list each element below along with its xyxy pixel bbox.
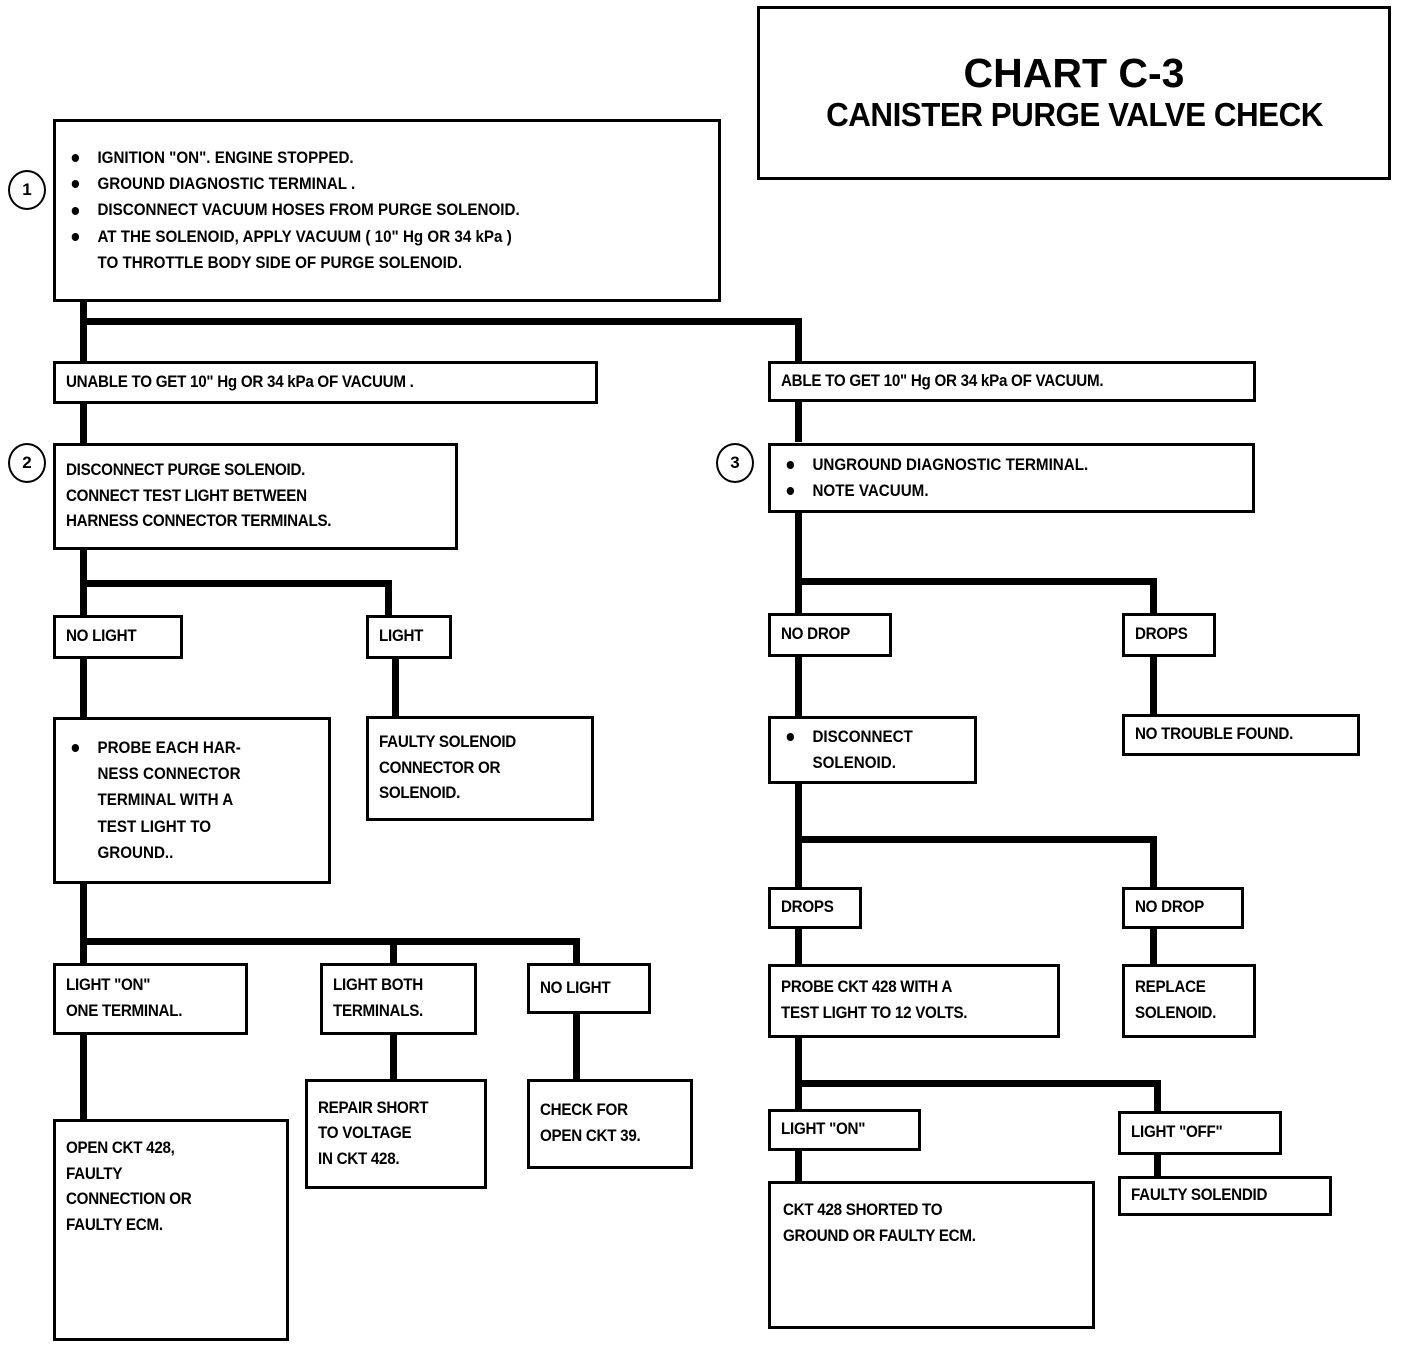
connector-lighton-openckt [80,1034,87,1120]
list-item: GROUND DIAGNOSTIC TERMINAL . [68,171,657,197]
node-light-on-2: LIGHT "ON" [768,1109,921,1151]
list-item-continuation: GROUND.. [97,843,174,862]
node-no-trouble-found: NO TROUBLE FOUND. [1122,714,1360,756]
node-probe-each-harness: PROBE EACH HAR- NESS CONNECTOR TERMINAL … [53,717,331,884]
node-replace-solenoid: REPLACE SOLENOID. [1122,964,1256,1038]
list-item: IGNITION "ON". ENGINE STOPPED. [68,145,657,171]
list-item: PROBE EACH HAR- [68,735,298,761]
node-step1: IGNITION "ON". ENGINE STOPPED. GROUND DI… [53,119,721,302]
connector-step1-down [80,300,87,322]
node-no-drop-2: NO DROP [1122,887,1244,929]
open-ckt-text: OPEN CKT 428, FAULTY CONNECTION OR FAULT… [66,1139,192,1234]
connector-nolight1-probe [80,658,87,726]
list-item-continuation: SOLENOID. [812,754,896,772]
connector-to-nolight2 [573,938,580,966]
node-disconnect-solenoid: DISCONNECT SOLENOID. [768,716,977,784]
connector-to-drops1 [1150,578,1157,614]
list-item-continuation: NESS CONNECTOR [97,765,241,784]
node-faulty-solenoid-connector: FAULTY SOLENOID CONNECTOR OR SOLENOID. [366,716,594,821]
node-no-light-1: NO LIGHT [53,615,183,659]
node-no-light-2: NO LIGHT [527,963,651,1014]
connector-light1-faulty [392,658,399,718]
bullet-icon [786,487,795,496]
connector-lightoff-faulty [1154,1152,1161,1178]
connector-to-light1 [385,580,392,616]
bullet-icon [71,744,80,753]
step1-bullet-list: IGNITION "ON". ENGINE STOPPED. GROUND DI… [56,141,718,279]
node-light-off: LIGHT "OFF" [1118,1111,1282,1155]
node-step2: DISCONNECT PURGE SOLENOID. CONNECT TEST … [53,443,458,550]
connector-nodrop1-disc [795,656,802,718]
chart-title-line1: CHART C-3 [963,50,1185,97]
connector-to-lightoff [1154,1080,1161,1112]
node-light-both-terminals: LIGHT BOTH TERMINALS. [320,963,477,1035]
list-item-continuation: TERMINAL WITH A [97,791,234,810]
node-step3: UNGROUND DIAGNOSTIC TERMINAL. NOTE VACUU… [768,443,1255,513]
connector-drops1-notrouble [1150,656,1157,716]
bullet-icon [71,154,80,163]
connector-step3-split [795,578,1157,585]
bullet-icon [71,232,80,241]
connector-nolight2-check [573,1014,580,1080]
ckt-shorted-text: CKT 428 SHORTED TO GROUND OR FAULTY ECM. [783,1201,976,1245]
node-light-1: LIGHT [366,615,452,659]
node-drops-1: DROPS [1122,613,1216,657]
list-item-continuation: TO THROTTLE BODY SIDE OF PURGE SOLENOID. [97,253,463,272]
step-number-2: 2 [8,443,46,483]
connector-disc-down [795,780,802,888]
node-drops-2: DROPS [768,887,862,929]
connector-probe428-down [795,1038,802,1110]
step-number-3: 3 [716,443,754,483]
chart-title-box: CHART C-3 CANISTER PURGE VALVE CHECK [757,6,1391,180]
connector-lighton2-cktshort [795,1150,802,1182]
step3-bullet-list: UNGROUND DIAGNOSTIC TERMINAL. NOTE VACUU… [771,448,1252,508]
connector-lightboth-repair [390,1034,397,1080]
node-faulty-solendid: FAULTY SOLENDID [1118,1176,1332,1216]
list-item: NOTE VACUUM. [783,478,1205,504]
list-item: UNGROUND DIAGNOSTIC TERMINAL. [783,452,1205,478]
connector-drops2-probe428 [795,928,802,966]
connector-to-able [795,318,802,362]
node-able-to-get-vacuum: ABLE TO GET 10" Hg OR 34 kPa OF VACUUM. [768,361,1256,402]
node-repair-short-to-voltage: REPAIR SHORT TO VOLTAGE IN CKT 428. [305,1079,487,1189]
list-item: DISCONNECT VACUUM HOSES FROM PURGE SOLEN… [68,197,657,223]
connector-probe-split [80,938,580,945]
connector-unable-step2 [80,402,87,444]
connector-probe-down [80,882,87,966]
connector-disc-split [795,836,1157,843]
connector-probe428-split [795,1080,1161,1087]
node-open-ckt-428: OPEN CKT 428, FAULTY CONNECTION OR FAULT… [53,1119,289,1341]
connector-to-unable [80,318,87,362]
node-light-on-one-terminal: LIGHT "ON" ONE TERMINAL. [53,963,248,1035]
connector-nodrop2-replace [1150,928,1157,966]
chart-title-line2: CANISTER PURGE VALVE CHECK [825,95,1323,133]
node-check-for-open-ckt-39: CHECK FOR OPEN CKT 39. [527,1079,693,1169]
step-number-1: 1 [8,170,46,210]
list-item: AT THE SOLENOID, APPLY VACUUM ( 10" Hg O… [68,224,657,250]
bullet-icon [71,206,80,215]
connector-able-step3 [795,400,802,442]
connector-to-nodrop2 [1150,836,1157,888]
bullet-icon [71,180,80,189]
bullet-icon [786,732,795,741]
node-no-drop-1: NO DROP [768,613,892,657]
connector-step3-down [795,510,802,614]
node-probe-ckt-428: PROBE CKT 428 WITH A TEST LIGHT TO 12 VO… [768,964,1060,1038]
probe-harness-bullet-list: PROBE EACH HAR- NESS CONNECTOR TERMINAL … [56,731,328,869]
list-item: DISCONNECT [783,724,950,750]
disconnect-solenoid-bullet-list: DISCONNECT SOLENOID. [771,720,974,780]
connector-to-lightboth [390,938,397,966]
node-ckt-428-shorted: CKT 428 SHORTED TO GROUND OR FAULTY ECM. [768,1181,1095,1329]
node-unable-to-get-vacuum: UNABLE TO GET 10" Hg OR 34 kPa OF VACUUM… [53,361,598,404]
list-item-continuation: TEST LIGHT TO [97,817,212,836]
bullet-icon [786,460,795,469]
connector-step2-split [80,580,392,587]
connector-step1-split [80,318,802,325]
